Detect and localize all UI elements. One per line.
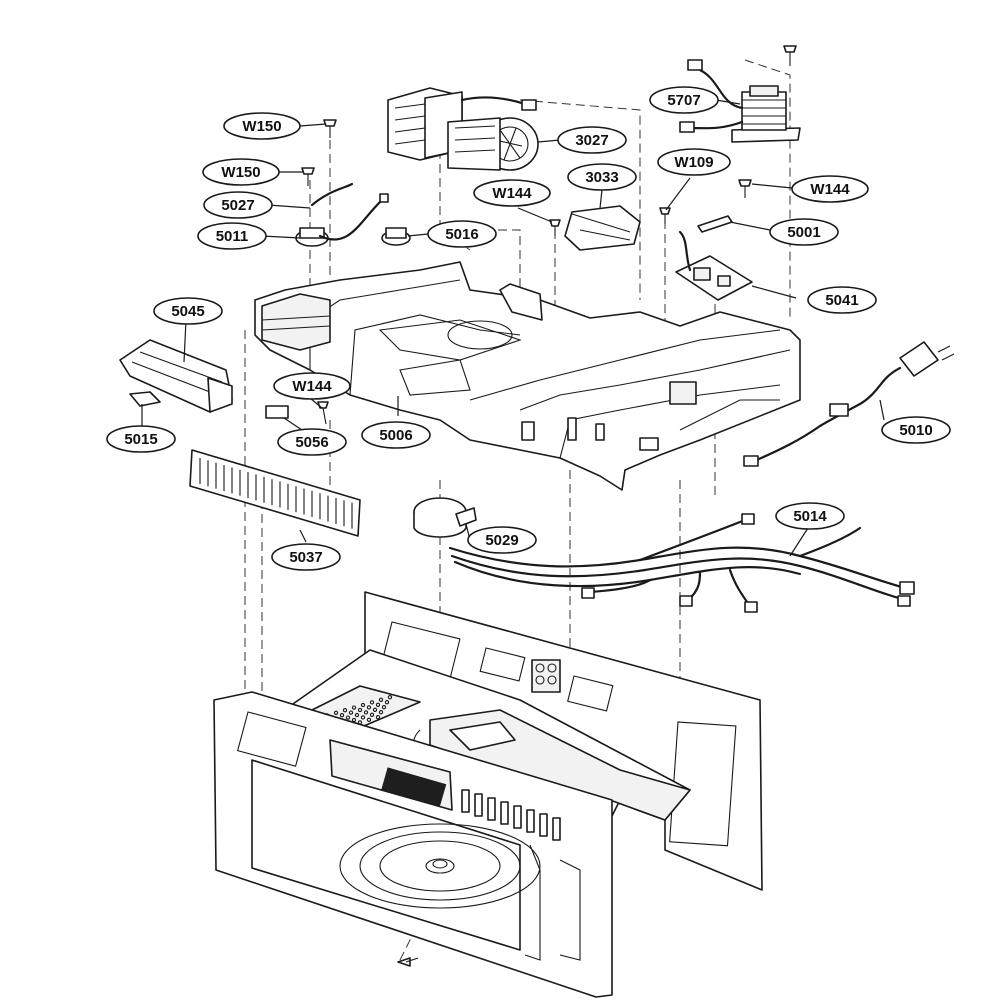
callout-5014: 5014 xyxy=(775,502,845,530)
frame-slot xyxy=(500,801,509,825)
vent-hole xyxy=(354,712,360,718)
svg-text:W144: W144 xyxy=(810,181,850,198)
callout-w109: W109 xyxy=(657,148,731,176)
svg-text:W144: W144 xyxy=(492,185,532,202)
vent-hole xyxy=(357,707,363,713)
vent-hole xyxy=(342,708,348,713)
callout-w144-a: W144 xyxy=(473,179,551,207)
svg-text:5045: 5045 xyxy=(171,303,204,320)
microwave-cavity xyxy=(213,591,763,998)
svg-text:3033: 3033 xyxy=(585,169,618,186)
callout-5016: 5016 xyxy=(427,220,497,248)
callout-5041: 5041 xyxy=(807,286,877,314)
vent-hole xyxy=(351,717,357,723)
vent-hole xyxy=(366,717,372,722)
vent-hole xyxy=(384,700,390,705)
vent-hole xyxy=(360,715,366,720)
part-5056 xyxy=(265,405,289,419)
svg-text:W109: W109 xyxy=(674,154,713,171)
callout-5707: 5707 xyxy=(649,86,719,114)
frame-slot xyxy=(474,793,483,817)
svg-text:5010: 5010 xyxy=(899,422,932,439)
callout-3027: 3027 xyxy=(557,126,627,154)
svg-text:5056: 5056 xyxy=(295,434,328,451)
svg-text:5707: 5707 xyxy=(667,92,700,109)
vent-hole xyxy=(378,697,384,702)
fan-motor-3027 xyxy=(387,87,539,171)
callout-5006: 5006 xyxy=(361,421,431,449)
svg-text:5037: 5037 xyxy=(289,549,322,566)
frame-slot xyxy=(487,797,496,821)
chassis-5006 xyxy=(254,261,801,491)
svg-text:5006: 5006 xyxy=(379,427,412,444)
vent-hole xyxy=(348,710,354,715)
callout-5001: 5001 xyxy=(769,218,839,246)
callout-3033: 3033 xyxy=(567,163,637,191)
svg-text:5014: 5014 xyxy=(793,508,827,525)
svg-text:W144: W144 xyxy=(292,378,332,395)
bracket-5045 xyxy=(119,339,233,413)
frame-slot xyxy=(513,805,522,829)
callout-5010: 5010 xyxy=(881,416,951,444)
callout-5056: 5056 xyxy=(277,428,347,456)
callout-5037: 5037 xyxy=(271,543,341,571)
frame-slot xyxy=(526,809,535,833)
callout-w150-a: W150 xyxy=(223,112,301,140)
callout-w144-c: W144 xyxy=(273,372,351,400)
svg-text:W150: W150 xyxy=(221,164,260,181)
screw-group xyxy=(301,45,797,967)
svg-text:5011: 5011 xyxy=(216,228,249,245)
vent-hole xyxy=(351,705,357,710)
pcb-5041 xyxy=(675,215,753,301)
vent-hole xyxy=(366,705,372,710)
svg-text:5027: 5027 xyxy=(221,197,254,214)
vent-hole xyxy=(375,702,381,707)
callout-5015: 5015 xyxy=(106,425,176,453)
svg-text:5016: 5016 xyxy=(445,226,478,243)
vent-hole xyxy=(369,712,375,717)
motor-5029 xyxy=(413,497,477,538)
callout-5011: 5011 xyxy=(197,222,267,250)
vent-hole xyxy=(345,715,351,720)
vent-hole xyxy=(363,710,369,715)
vent-hole xyxy=(387,695,393,700)
vent-hole xyxy=(369,700,375,705)
vent-hole xyxy=(378,710,384,715)
thermostat-5016 xyxy=(381,227,411,246)
frame-slot xyxy=(461,789,470,813)
svg-text:5041: 5041 xyxy=(825,292,858,309)
vent-hole xyxy=(333,710,339,715)
callout-w150-b: W150 xyxy=(202,158,280,186)
frame-slot xyxy=(539,813,548,837)
cover-3033 xyxy=(564,205,641,251)
grille-5037 xyxy=(189,449,361,537)
wire-harness-5014 xyxy=(448,513,915,613)
part-5015 xyxy=(129,391,161,407)
svg-text:5029: 5029 xyxy=(485,532,518,549)
vent-hole xyxy=(375,715,381,720)
callout-5027: 5027 xyxy=(203,191,273,219)
callout-5029: 5029 xyxy=(467,526,537,554)
svg-text:5001: 5001 xyxy=(787,224,820,241)
svg-text:5015: 5015 xyxy=(124,431,157,448)
svg-text:W150: W150 xyxy=(242,118,281,135)
callout-5045: 5045 xyxy=(153,297,223,325)
svg-text:3027: 3027 xyxy=(575,132,608,149)
vent-hole xyxy=(381,705,387,710)
transformer-5707 xyxy=(679,59,801,143)
frame-slot xyxy=(552,817,561,841)
vent-hole xyxy=(339,713,345,718)
vent-hole xyxy=(372,707,378,712)
callout-w144-b: W144 xyxy=(791,175,869,203)
leader-lines xyxy=(141,99,885,557)
vent-hole xyxy=(360,702,366,708)
power-cord-5010 xyxy=(743,341,955,467)
